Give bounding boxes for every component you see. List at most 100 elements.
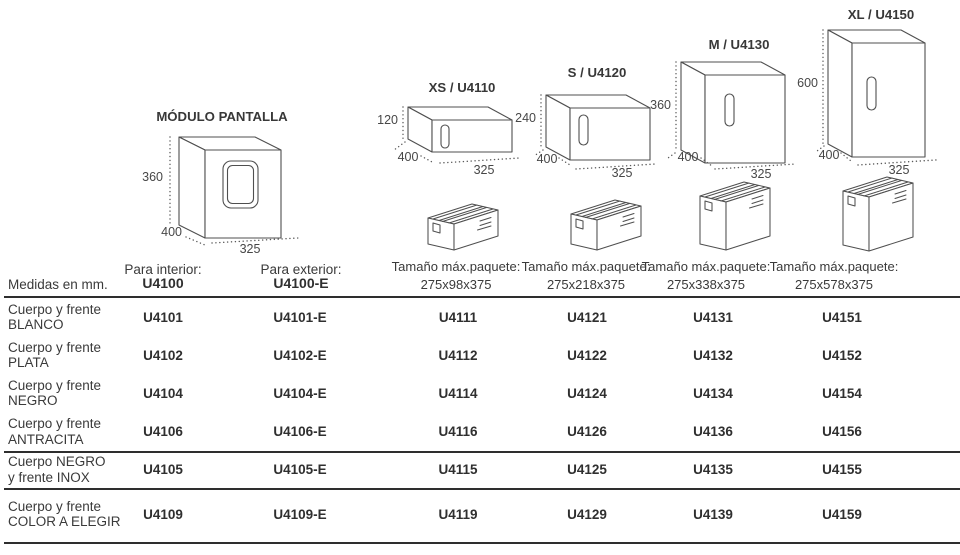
box-front-face: [569, 107, 651, 161]
width-dim-label: 325: [612, 166, 633, 180]
code-exterior: U4105-E: [273, 462, 327, 477]
screen-outer: [222, 160, 259, 209]
code-interior: U4101: [143, 309, 183, 325]
package-size-xl: 275x578x375: [794, 277, 874, 292]
package-size-s: 275x218x375: [546, 277, 626, 292]
code-exterior: U4101-E: [273, 309, 327, 325]
code-xl: U4159: [822, 506, 862, 522]
door-handle: [440, 124, 450, 149]
door-handle: [866, 76, 877, 111]
width-dim-line: [575, 163, 657, 170]
row-label-line1: Cuerpo y frente: [8, 301, 102, 317]
package-box-icon-m: [699, 181, 771, 251]
code-exterior: U4109-E: [273, 506, 327, 522]
module-m-drawing: M / U4130 360 400 325: [650, 37, 797, 181]
header-divider: [4, 295, 960, 298]
module-s-drawing: S / U4120 240 400 325: [515, 65, 657, 180]
code-interior: U4102: [143, 347, 183, 363]
box-side-face: [827, 29, 853, 158]
carton-left: [842, 190, 870, 252]
module-xs-drawing: XS / U4110 120 400 325: [377, 80, 521, 177]
code-s: U4126: [567, 424, 607, 439]
package-size-xs: 275x98x375: [420, 277, 492, 292]
row-label-line1: Cuerpo y frente: [8, 339, 102, 355]
row-divider-2: [4, 488, 960, 490]
row-label: Cuerpo y frente COLOR A ELEGIR: [0, 499, 132, 530]
depth-dim-label: 400: [398, 150, 419, 164]
code-exterior: U4106-E: [273, 424, 327, 439]
carton-tape-lines: [575, 200, 637, 220]
carton-left: [699, 195, 727, 251]
module-xl-drawing: XL / U4150 600 400 325: [797, 7, 937, 177]
table-row-antracita: Cuerpo y frente ANTRACITA U4106 U4106-E …: [0, 412, 960, 451]
row-divider-1: [4, 451, 960, 453]
code-m: U4136: [693, 424, 733, 439]
table-row-negro: Cuerpo y frente NEGRO U4104 U4104-E U411…: [0, 374, 960, 412]
code-xl: U4156: [822, 424, 862, 439]
code-exterior: U4104-E: [273, 385, 327, 401]
width-dim-line: [439, 157, 521, 164]
carton-right: [596, 205, 642, 251]
code-m: U4139: [693, 506, 733, 522]
code-xs: U4119: [438, 506, 478, 522]
row-label-line2: BLANCO: [8, 317, 64, 332]
module-m-title: M / U4130: [709, 37, 770, 52]
box-front-face: [431, 119, 513, 153]
carton-handle-hole: [432, 222, 441, 234]
package-box-icon-s: [570, 199, 642, 251]
box-side-face: [178, 136, 206, 239]
height-dim-label: 600: [797, 76, 818, 90]
box-front-face: [704, 74, 786, 164]
depth-dim-label: 400: [819, 148, 840, 162]
module-s-title: S / U4120: [568, 65, 627, 80]
code-xl: U4154: [822, 385, 862, 401]
depth-dim-label: 400: [161, 225, 182, 239]
package-size-label-xs: Tamaño máx.paquete:: [391, 259, 521, 274]
code-xl: U4155: [822, 462, 862, 477]
carton-handle-hole: [575, 218, 584, 230]
code-m: U4131: [693, 309, 733, 325]
code-xl: U4151: [822, 309, 862, 325]
package-size-label-s: Tamaño máx.paquete:: [521, 259, 651, 274]
depth-dim-line: [816, 145, 825, 152]
row-label: Cuerpo y frente ANTRACITA: [0, 416, 132, 447]
code-xs: U4112: [438, 347, 478, 363]
depth-dim-line: [185, 236, 206, 246]
carton-label-lines: [477, 217, 492, 231]
row-label-line2: NEGRO: [8, 393, 58, 408]
row-label: Cuerpo y frente NEGRO: [0, 378, 132, 409]
depth-dim-line-2: [700, 157, 713, 167]
width-dim-label: 325: [240, 242, 261, 256]
carton-label-lines: [620, 213, 635, 227]
row-label: Cuerpo y frente BLANCO: [0, 302, 132, 333]
code-xs: U4111: [438, 309, 478, 325]
package-size-m: 275x338x375: [666, 277, 746, 292]
code-s: U4125: [567, 462, 607, 477]
row-label: Cuerpo NEGRO y frente INOX: [0, 454, 132, 485]
row-label-line2: PLATA: [8, 355, 49, 370]
width-dim-line: [211, 237, 299, 244]
interior-column-code: U4100: [142, 275, 184, 291]
package-size-label-m: Tamaño máx.paquete:: [641, 259, 771, 274]
code-s: U4129: [567, 506, 607, 522]
carton-tape-lines: [432, 204, 494, 224]
carton-right: [725, 187, 771, 251]
exterior-column-code: U4100-E: [273, 275, 329, 291]
depth-dim-label: 400: [537, 152, 558, 166]
row-label-line1: Cuerpo NEGRO: [8, 454, 106, 469]
carton-handle-hole: [704, 200, 713, 212]
carton-label-lines: [749, 195, 764, 209]
carton-label-lines: [892, 190, 907, 204]
width-dim-label: 325: [474, 163, 495, 177]
row-label-line2: COLOR A ELEGIR: [8, 514, 121, 529]
door-handle: [578, 114, 589, 146]
table-row-plata: Cuerpo y frente PLATA U4102 U4102-E U411…: [0, 336, 960, 374]
row-label: Cuerpo y frente PLATA: [0, 340, 132, 371]
code-xs: U4115: [438, 462, 478, 477]
box-front-face: [851, 42, 926, 158]
units-note: Medidas en mm.: [8, 277, 108, 292]
depth-dim-line: [667, 152, 676, 159]
depth-dim-line-2: [420, 155, 435, 164]
code-m: U4135: [693, 462, 733, 477]
